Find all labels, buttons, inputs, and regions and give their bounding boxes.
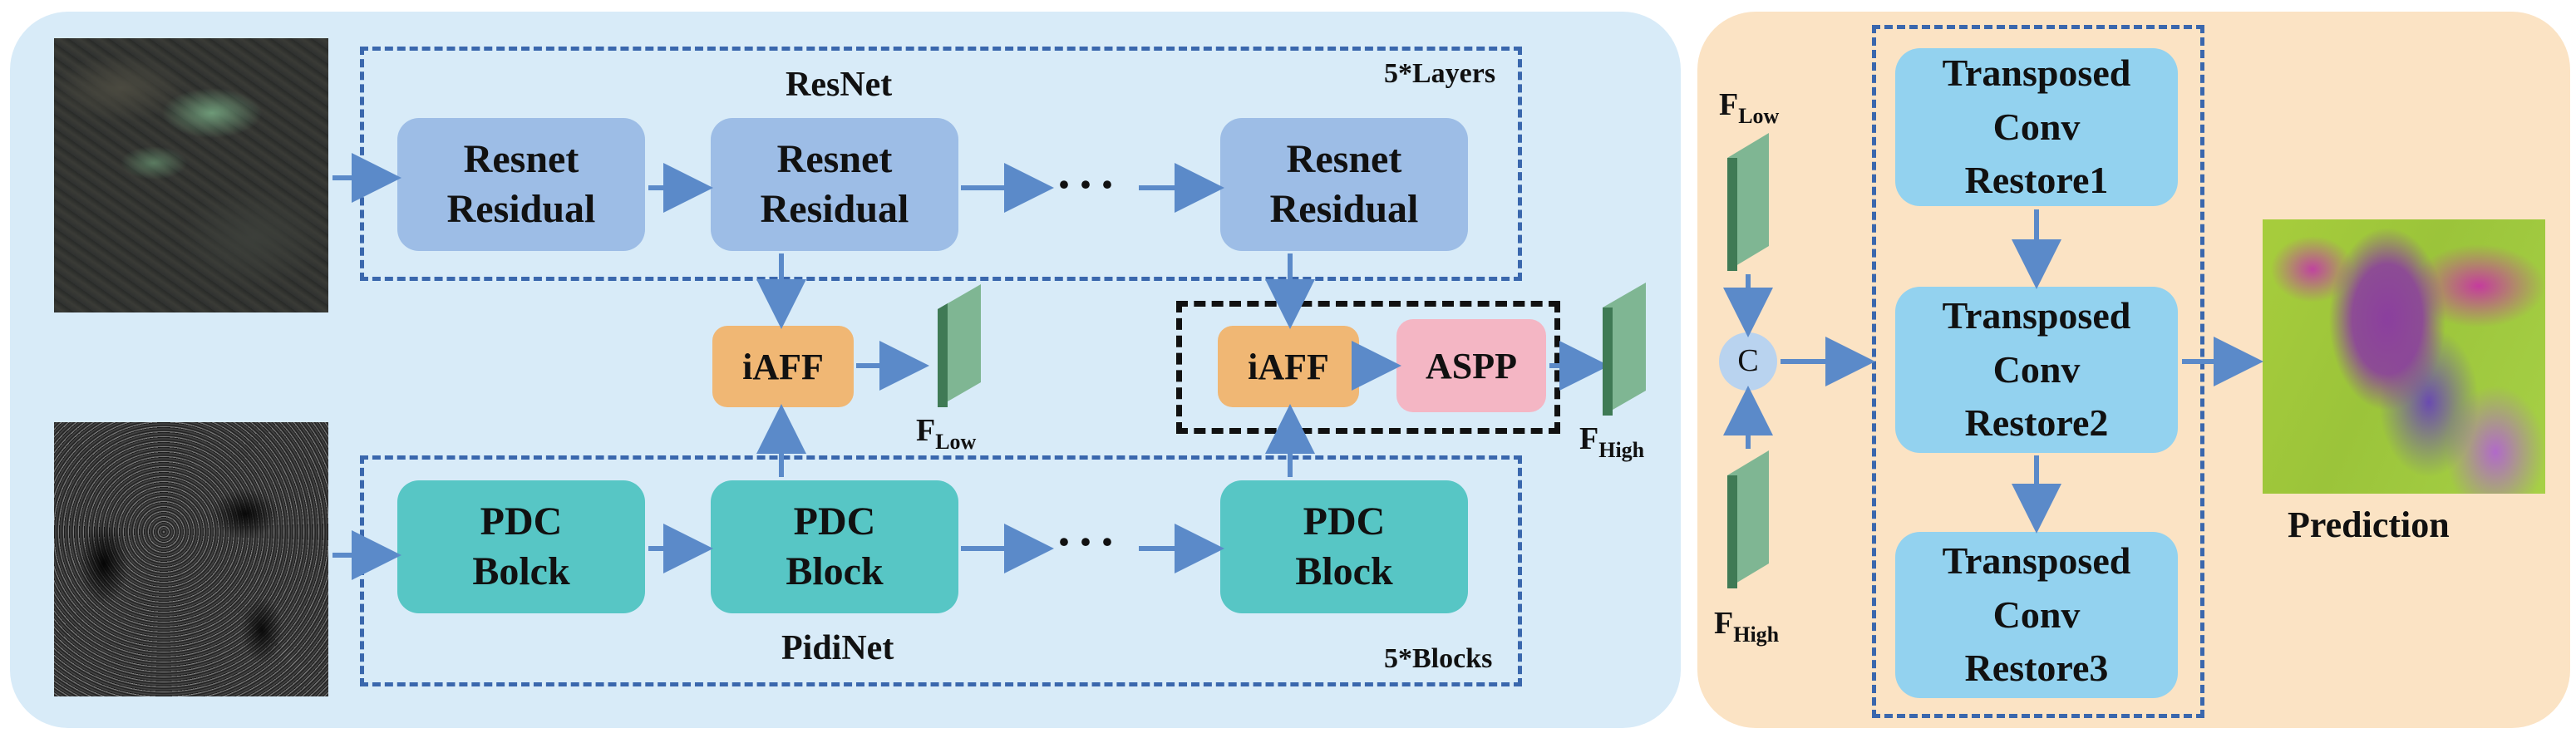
iaff-block-low: iAFF [712,326,854,407]
f-high-label-encoder: FHigh [1579,421,1645,462]
feature-map-f-high-encoder [1603,283,1646,416]
resnet-ellipsis: ··· [1056,157,1121,212]
pidinet-title: PidiNet [781,629,894,667]
aspp-block: ASPP [1396,319,1546,412]
f-low-label-decoder: FLow [1719,87,1780,128]
concat-node: C [1719,332,1777,391]
feature-map-f-low-encoder [938,284,981,407]
pdc-ellipsis: ··· [1056,514,1121,569]
pidinet-blocks-note: 5*Blocks [1384,643,1493,674]
resnet-layers-note: 5*Layers [1384,58,1496,89]
optical-input-image [54,38,328,312]
prediction-image [2263,219,2545,494]
iaff-block-high: iAFF [1218,326,1359,407]
feature-map-f-high-decoder [1727,450,1769,588]
feature-map-f-low-decoder [1727,133,1769,271]
sar-input-image [54,422,328,696]
prediction-label: Prediction [2288,504,2450,545]
f-low-label-encoder: FLow [916,413,977,454]
resnet-title: ResNet [786,66,893,104]
f-high-label-decoder: FHigh [1714,606,1780,647]
